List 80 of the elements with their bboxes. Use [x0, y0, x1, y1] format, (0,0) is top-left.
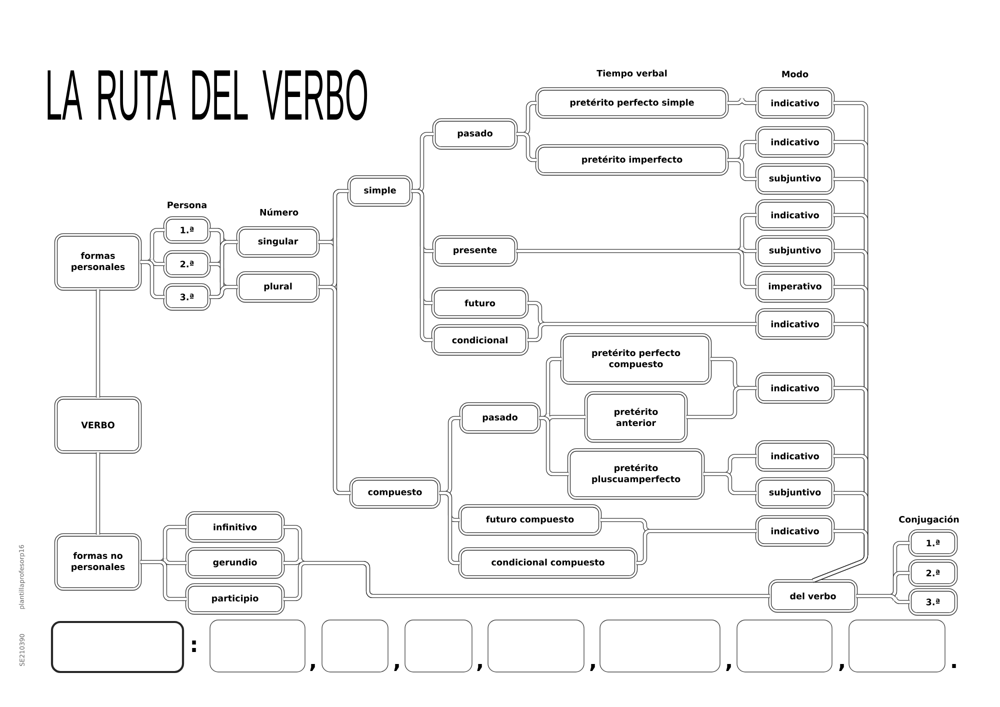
- answer-box: [50, 620, 184, 674]
- route-box: condicional compuesto: [458, 547, 638, 579]
- route-box: pretérito imperfecto: [535, 144, 729, 176]
- route-box: condicional: [431, 324, 529, 356]
- route-box: pretérito pluscuamperfecto: [567, 448, 705, 500]
- route-box: indicativo: [755, 87, 835, 119]
- route-box: indicativo: [755, 440, 835, 472]
- route-box: 3.ª: [908, 588, 958, 616]
- route-box: del verbo: [768, 579, 858, 613]
- punctuation-mark: ,: [394, 664, 399, 671]
- punctuation-mark: ,: [310, 664, 315, 671]
- route-box: plural: [236, 271, 320, 303]
- route-box: pasado: [459, 402, 541, 434]
- route-box: indicativo: [755, 308, 835, 340]
- route-box: indicativo: [755, 515, 835, 547]
- road: [727, 96, 757, 106]
- route-box: indicativo: [755, 199, 835, 231]
- road: [527, 322, 757, 342]
- road: [856, 594, 910, 604]
- answer-box: [322, 620, 388, 672]
- route-box: pasado: [432, 118, 518, 150]
- route-box: compuesto: [349, 477, 441, 509]
- route-box: futuro: [431, 287, 529, 319]
- route-box: 1.ª: [163, 216, 211, 244]
- route-box: subjuntivo: [755, 163, 835, 195]
- column-heading: Persona: [168, 202, 206, 208]
- punctuation-mark: ,: [839, 664, 844, 671]
- punctuation-mark: ,: [477, 664, 482, 671]
- route-box: pretérito anterior: [584, 391, 688, 443]
- answer-box: [404, 620, 472, 672]
- route-box: simple: [347, 175, 413, 207]
- road: [96, 289, 100, 398]
- route-box: infinitivo: [185, 511, 285, 543]
- punctuation-mark: ,: [590, 664, 595, 671]
- punctuation-mark: :: [192, 640, 196, 652]
- road: [96, 452, 100, 535]
- route-box: formas personales: [54, 233, 142, 291]
- route-box: presente: [432, 235, 518, 267]
- column-heading: Tiempo verbal: [596, 70, 667, 78]
- road: [439, 490, 460, 566]
- route-box: 1.ª: [908, 529, 958, 557]
- road: [140, 560, 187, 602]
- route-box: subjuntivo: [755, 235, 835, 267]
- route-box: futuro compuesto: [458, 504, 602, 536]
- road: [209, 284, 238, 300]
- title: LA RUTA DEL VERBO: [48, 70, 368, 120]
- route-box: pretérito perfecto simple: [535, 87, 729, 119]
- punctuation-mark: ,: [726, 664, 731, 671]
- road: [516, 132, 537, 162]
- route-box: imperativo: [755, 271, 835, 303]
- road: [539, 416, 569, 476]
- road: [686, 386, 757, 420]
- column-heading: Modo: [782, 70, 808, 78]
- answer-box: [848, 620, 946, 672]
- route-box: indicativo: [755, 126, 835, 158]
- road: [636, 528, 757, 566]
- verb-box: VERBO: [54, 396, 142, 454]
- route-box: singular: [236, 226, 320, 258]
- route-box: 2.ª: [163, 250, 211, 278]
- answer-box: [736, 620, 832, 672]
- road: [411, 188, 433, 342]
- punctuation-mark: .: [952, 664, 956, 668]
- route-box: participio: [185, 583, 285, 615]
- route-box: gerundio: [185, 547, 285, 579]
- answer-box: [488, 620, 584, 672]
- road: [703, 472, 757, 496]
- route-box: pretérito perfecto compuesto: [560, 333, 712, 385]
- road: [727, 158, 757, 182]
- answer-box: [600, 620, 720, 672]
- route-box: subjuntivo: [755, 477, 835, 509]
- answer-box: [210, 620, 306, 672]
- route-box: 2.ª: [908, 559, 958, 587]
- column-heading: Número: [260, 208, 298, 216]
- road: [318, 284, 351, 496]
- route-box: formas no personales: [54, 533, 142, 591]
- road: [516, 248, 757, 290]
- route-box: 3.ª: [163, 283, 211, 311]
- road: [140, 260, 165, 300]
- route-box: indicativo: [755, 372, 835, 404]
- road: [812, 528, 868, 583]
